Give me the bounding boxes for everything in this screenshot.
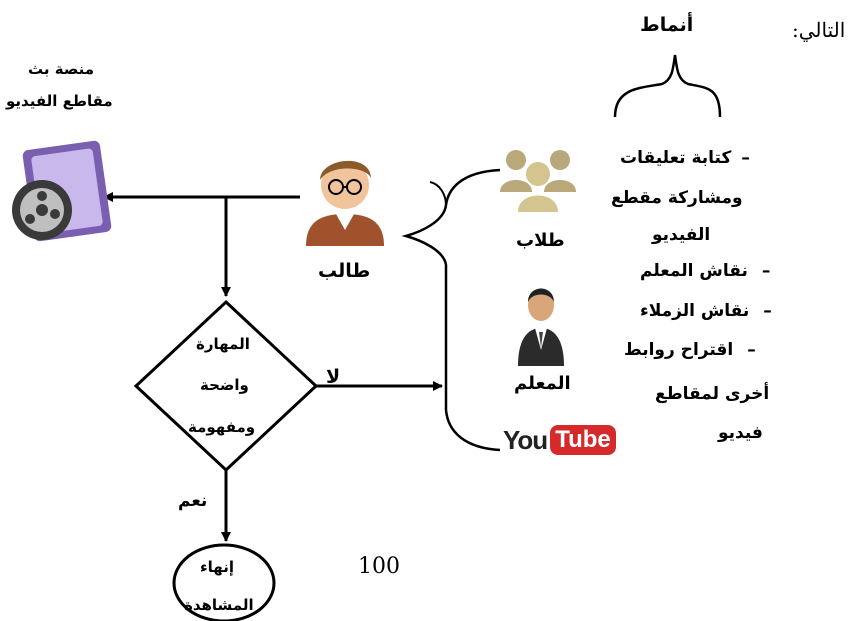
patterns-brace — [613, 54, 722, 118]
students-group-icon — [500, 150, 576, 212]
students-label: طلاب — [516, 230, 565, 251]
list-bullet: – — [747, 340, 756, 360]
end-terminal — [172, 543, 276, 621]
list-bullet: – — [741, 148, 750, 168]
page-number: 100 — [358, 554, 400, 579]
platform-label-line2: مقاطع الفيديو — [6, 92, 113, 110]
yes-label: نعم — [178, 491, 208, 511]
list-bullet: – — [763, 301, 772, 321]
youtube-logo-you: You — [503, 424, 548, 455]
list-item2: –نقاش المعلم — [640, 261, 771, 281]
list-item3: –نقاش الزملاء — [640, 301, 772, 321]
actors-brace — [401, 168, 501, 452]
list-bullet: – — [761, 261, 771, 281]
student-icon — [306, 160, 384, 246]
list-item4-line2: أخرى لمقاطع — [655, 384, 770, 404]
teacher-icon — [518, 288, 564, 366]
youtube-logo: You Tube — [503, 423, 616, 457]
film-reel-icon — [12, 140, 112, 242]
end-line1: إنهاء — [200, 558, 234, 576]
list-item4-line1: –اقتراح روابط — [624, 340, 756, 360]
brace-tip — [429, 181, 447, 206]
list-item1-line1: –كتابة تعليقات — [620, 148, 750, 168]
student-label: طالب — [318, 260, 371, 282]
intro-word: التالي: — [792, 18, 846, 42]
list-item1-line3: الفيديو — [652, 225, 711, 245]
decision-line3: ومفهومة — [188, 418, 256, 436]
platform-label-line1: منصة بث — [28, 60, 95, 78]
list-item1-line2: ومشاركة مقطع — [611, 188, 743, 208]
decision-line1: المهارة — [196, 335, 250, 353]
teacher-label: المعلم — [514, 373, 571, 394]
decision-line2: واضحة — [200, 376, 249, 394]
end-line2: المشاهدة — [184, 596, 254, 614]
no-label: لا — [326, 366, 341, 388]
list-item4-line3: فيديو — [718, 423, 763, 443]
patterns-heading: أنماط — [640, 14, 694, 36]
youtube-logo-tube: Tube — [550, 425, 616, 455]
